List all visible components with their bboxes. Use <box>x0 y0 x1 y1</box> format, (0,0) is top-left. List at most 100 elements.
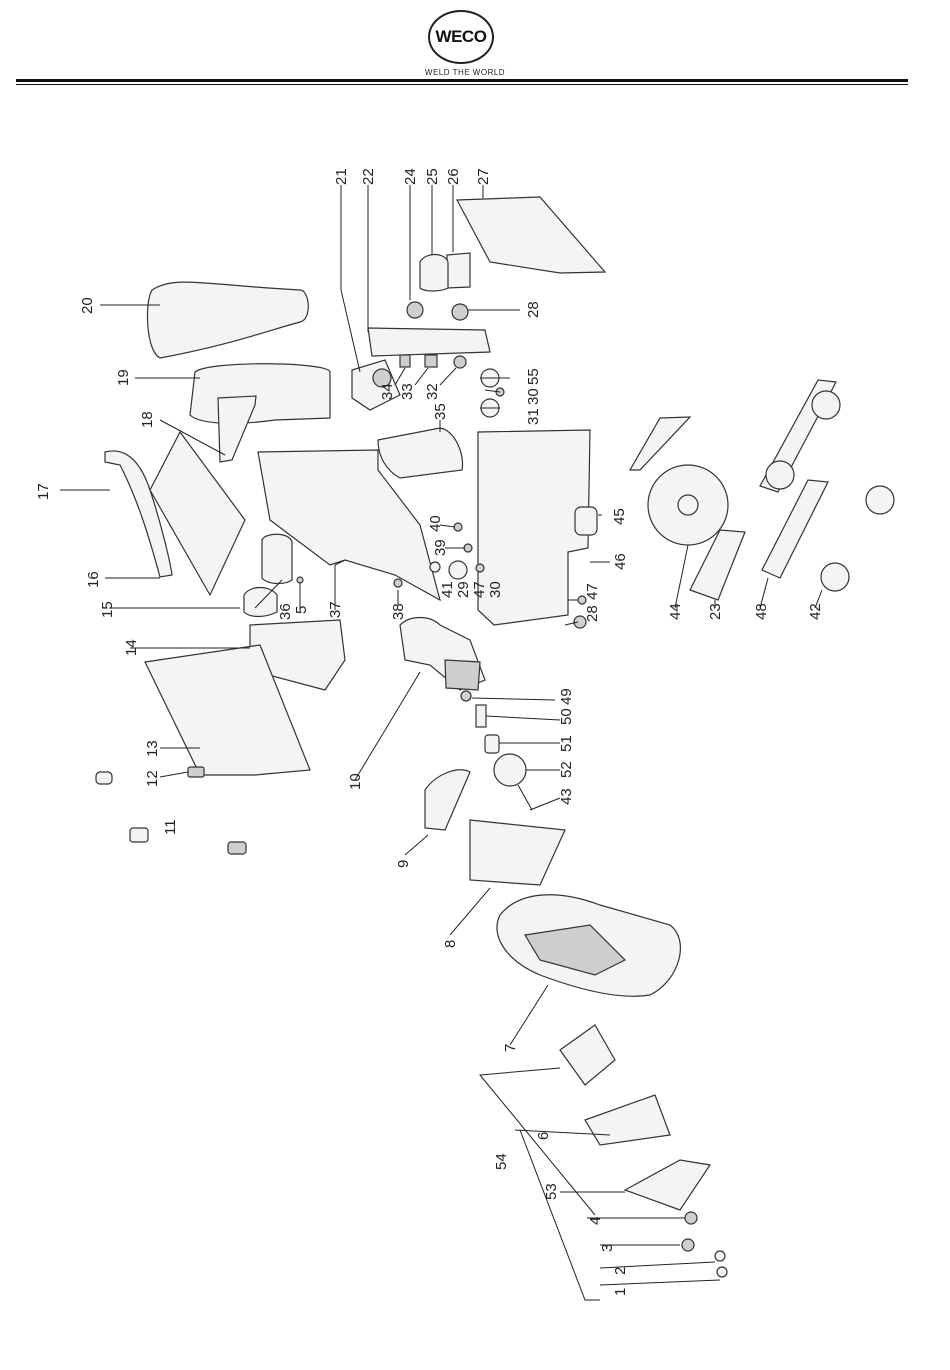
label-53: 53 <box>543 1183 560 1200</box>
label-31: 31 <box>525 408 542 425</box>
label-28-top: 28 <box>525 301 542 318</box>
part-2-cap <box>715 1251 725 1261</box>
part-26-bracket <box>447 253 470 288</box>
part-36-fan-hub <box>262 534 292 583</box>
label-50: 50 <box>558 708 575 725</box>
label-40: 40 <box>427 515 444 532</box>
label-22: 22 <box>360 168 377 185</box>
label-27: 27 <box>475 168 492 185</box>
label-16: 16 <box>85 571 102 588</box>
label-23: 23 <box>707 603 724 620</box>
part-shapes <box>96 197 894 1277</box>
label-34: 34 <box>379 383 396 400</box>
part-39-fitting <box>464 544 472 552</box>
part-34-clip <box>400 355 410 367</box>
label-55: 55 <box>525 368 542 385</box>
part-11-clip-2 <box>228 842 246 854</box>
label-28-right: 28 <box>584 605 601 622</box>
label-41: 41 <box>439 581 456 598</box>
label-18: 18 <box>139 411 156 428</box>
part-45-cylinder <box>575 507 597 535</box>
brand-tagline: WELD THE WORLD <box>400 68 530 77</box>
label-9: 9 <box>395 860 412 868</box>
header-rule-thick <box>16 79 908 82</box>
page-header: WECO WELD THE WORLD <box>0 0 950 95</box>
brand-name: WECO <box>428 27 494 47</box>
label-1: 1 <box>612 1288 629 1296</box>
part-9-cover <box>425 770 470 830</box>
label-36: 36 <box>277 603 294 620</box>
part-40-fitting <box>454 523 462 531</box>
part-53-panel-plate <box>625 1160 710 1210</box>
part-50-shaft <box>476 705 486 727</box>
label-42: 42 <box>807 603 824 620</box>
label-47-mid: 47 <box>471 581 488 598</box>
part-29-socket <box>449 561 467 579</box>
part-41-grommet <box>430 562 440 572</box>
label-29: 29 <box>455 581 472 598</box>
part-20-handle <box>147 282 308 358</box>
label-12: 12 <box>144 770 161 787</box>
part-4-knob <box>685 1212 697 1224</box>
label-51: 51 <box>558 735 575 752</box>
part-49-nut <box>461 691 471 701</box>
part-3-knob <box>682 1239 694 1251</box>
label-30-top: 30 <box>525 388 542 405</box>
part-18-rail <box>218 396 256 462</box>
part-52-spool-hub <box>494 754 526 786</box>
part-42-castor <box>821 563 849 591</box>
label-5: 5 <box>293 606 310 614</box>
label-26: 26 <box>445 168 462 185</box>
label-37: 37 <box>327 601 344 618</box>
part-35-tank <box>378 428 463 478</box>
label-35: 35 <box>432 403 449 420</box>
label-11: 11 <box>162 819 179 835</box>
label-44: 44 <box>667 603 684 620</box>
label-45: 45 <box>611 508 628 525</box>
label-7: 7 <box>502 1044 519 1052</box>
part-12-foot <box>188 767 204 777</box>
label-4: 4 <box>587 1217 604 1225</box>
label-13: 13 <box>144 740 161 757</box>
part-43-pin <box>518 785 532 810</box>
label-49: 49 <box>558 688 575 705</box>
label-30-mid: 30 <box>487 581 504 598</box>
label-38: 38 <box>390 603 407 620</box>
part-25-fan-shroud <box>420 255 448 292</box>
part-24-connector <box>407 302 423 318</box>
part-32-clip <box>454 356 466 368</box>
part-51-bushing <box>485 735 499 753</box>
part-33-clip <box>425 355 437 367</box>
part-10-drive <box>445 660 480 690</box>
label-24: 24 <box>402 168 419 185</box>
label-17: 17 <box>35 483 52 500</box>
label-21: 21 <box>333 168 350 185</box>
label-10: 10 <box>347 773 364 790</box>
label-43: 43 <box>558 788 575 805</box>
label-39: 39 <box>432 539 449 556</box>
header-rule-thin <box>16 84 908 85</box>
label-14: 14 <box>123 639 140 656</box>
part-12-foot-2 <box>96 772 112 784</box>
label-54: 54 <box>493 1153 510 1170</box>
label-47-right: 47 <box>584 583 601 600</box>
part-19-plate <box>190 364 330 424</box>
label-19: 19 <box>115 369 132 386</box>
label-6: 6 <box>535 1132 552 1140</box>
label-46: 46 <box>612 553 629 570</box>
part-wheel-mid <box>766 461 794 489</box>
part-1-cap <box>717 1267 727 1277</box>
part-11-clip <box>130 828 148 842</box>
label-48: 48 <box>753 603 770 620</box>
part-54-control-board <box>560 1025 615 1085</box>
label-52: 52 <box>558 761 575 778</box>
part-27-side-panel <box>457 197 605 273</box>
part-22-front-strip <box>368 328 490 356</box>
part-castor-right <box>866 486 894 514</box>
label-20: 20 <box>79 297 96 314</box>
label-25: 25 <box>424 168 441 185</box>
label-32: 32 <box>424 383 441 400</box>
label-3: 3 <box>599 1244 616 1252</box>
exploded-parts-diagram: 21 22 24 25 26 27 28 20 19 34 33 32 55 3… <box>0 95 950 1370</box>
part-48-bar <box>762 480 828 578</box>
